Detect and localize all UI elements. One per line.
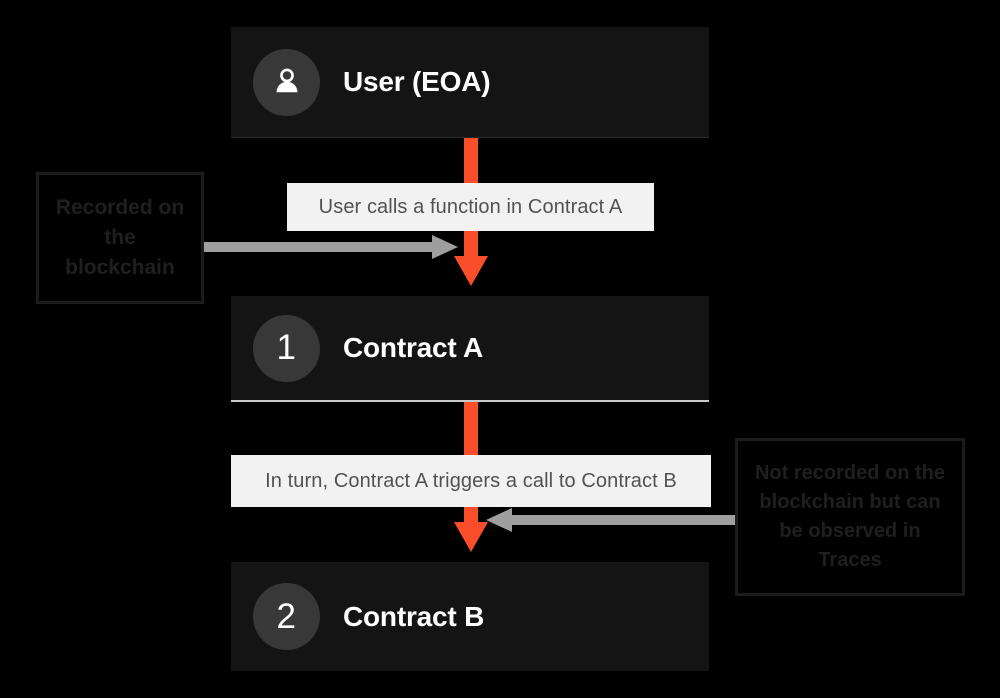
node-label-contract-a: Contract A: [343, 332, 484, 363]
caption-user-calls-contract-a: User calls a function in Contract A: [287, 183, 654, 231]
callout-recorded-on-blockchain: Recorded on the blockchain: [36, 172, 204, 304]
callout-left-text: Recorded on the blockchain: [55, 196, 185, 279]
callout-not-recorded-on-blockchain: Not recorded on the blockchain but can b…: [735, 438, 965, 596]
annotation-arrow-right: [484, 506, 740, 534]
node-label-user: User (EOA): [343, 66, 491, 97]
node-user[interactable]: User (EOA): [231, 27, 709, 138]
step-number-badge-1: 1: [253, 314, 320, 382]
node-label-contract-b: Contract B: [343, 600, 485, 632]
node-contract-a[interactable]: 1 Contract A: [231, 296, 709, 402]
node-contract-b[interactable]: 2 Contract B: [231, 562, 709, 671]
avatar: [253, 48, 320, 116]
annotation-arrow-left: [204, 233, 462, 261]
step-number-badge-2: 2: [253, 583, 320, 650]
person-icon: [276, 68, 297, 93]
caption-contract-a-calls-contract-b: In turn, Contract A triggers a call to C…: [231, 455, 711, 507]
callout-right-text: Not recorded on the blockchain but can b…: [754, 462, 945, 571]
